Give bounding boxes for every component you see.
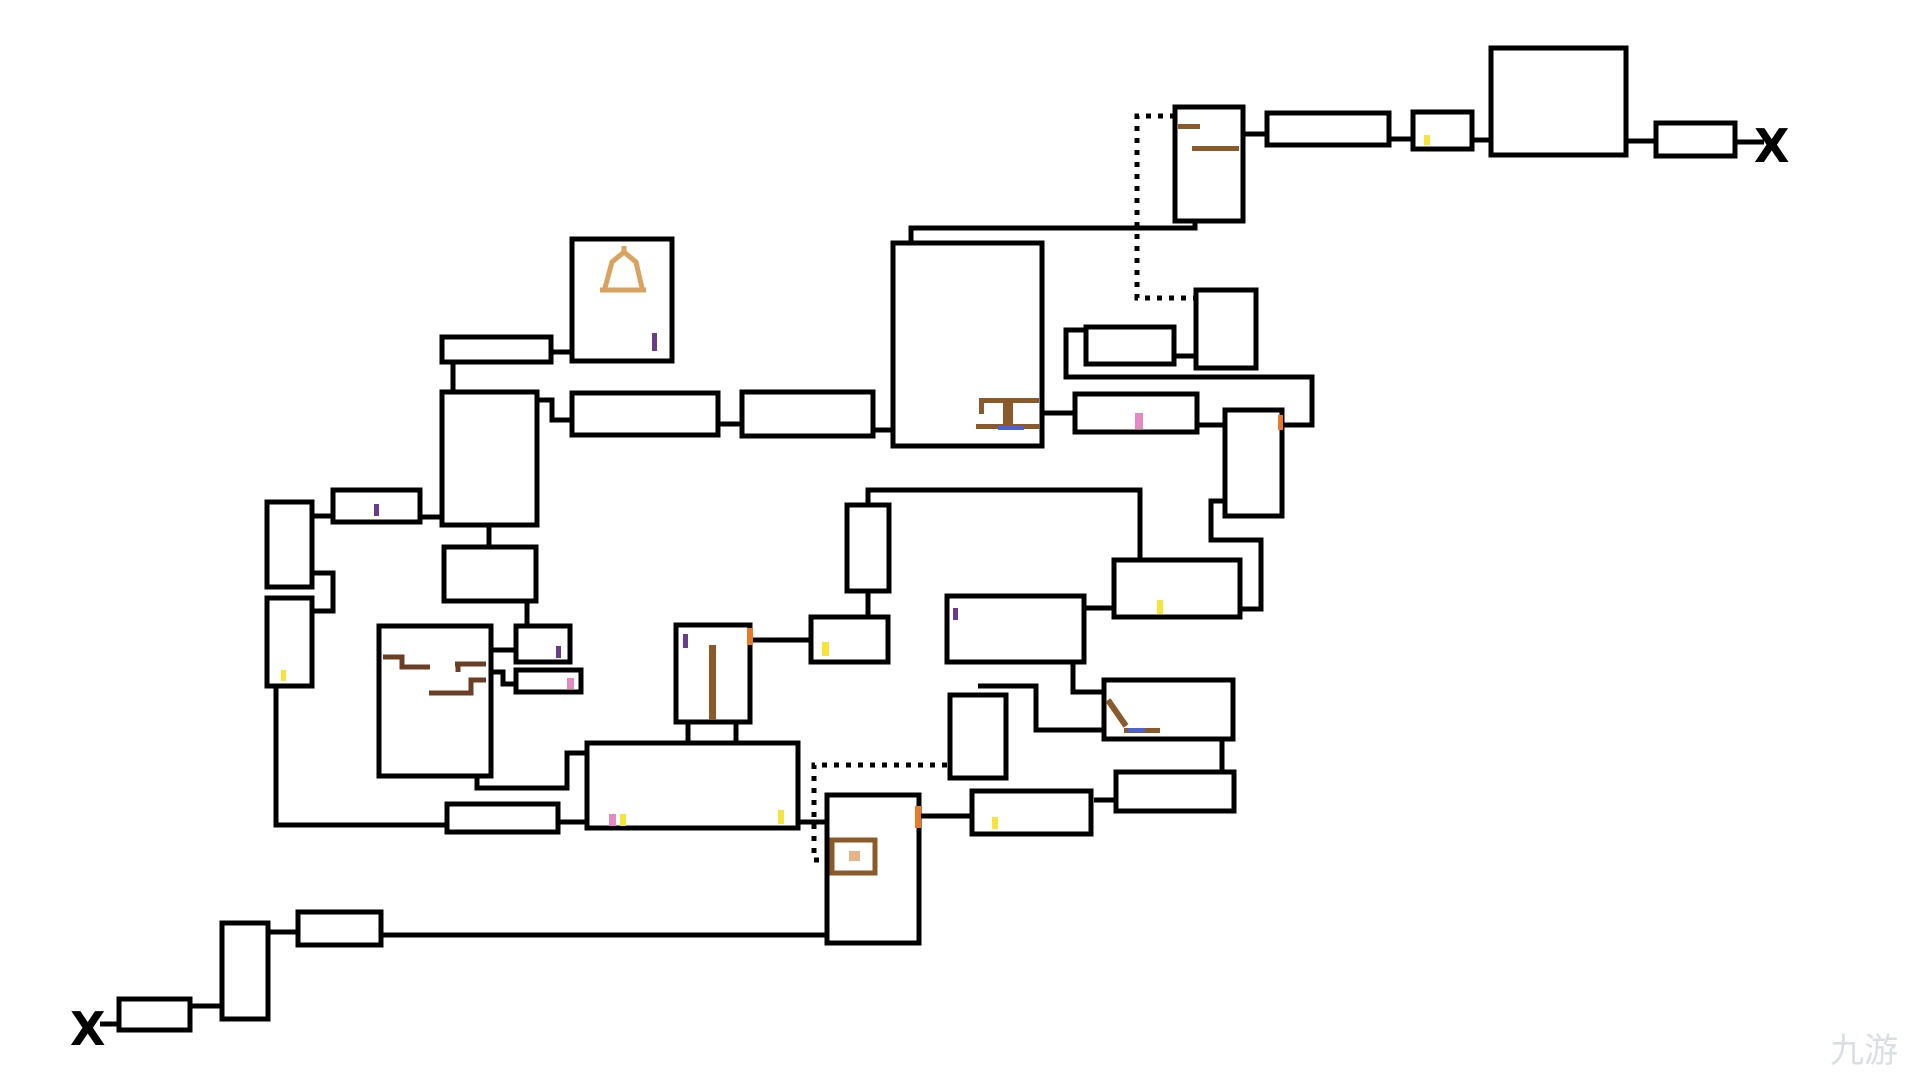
purple-marker (953, 608, 958, 620)
corridor-right-column (1208, 498, 1264, 612)
room-bottom-exit (116, 996, 193, 1033)
exit-cross-icon-left: X (70, 1002, 105, 1056)
ladder-icon (709, 645, 716, 720)
room-pipe-2 (739, 389, 876, 439)
room-pipe-1 (569, 390, 721, 438)
table-icon (976, 398, 1040, 430)
room-top-large (1488, 45, 1629, 158)
room-left-tall (439, 389, 540, 528)
frame-icon (829, 837, 878, 876)
secret-passages (811, 113, 1196, 863)
room-left-column-bottom (264, 595, 315, 689)
room-right-yellow (1111, 557, 1243, 620)
corridor-middle-loop (865, 487, 1143, 583)
corridor-pipe-to-wide (685, 722, 739, 746)
corridor-ramp (978, 683, 1104, 733)
room-ramp (1101, 677, 1236, 742)
yellow-marker (778, 810, 784, 824)
room-mid-tall (844, 502, 892, 594)
room-small-pink (513, 667, 584, 695)
room-lower-right-flat (1113, 769, 1237, 814)
room-top-entry (1172, 104, 1246, 224)
wood-shelf (1178, 124, 1200, 129)
corridor-left-bend (312, 570, 336, 614)
secret-passage-bottom (811, 762, 983, 863)
yellow-marker (1157, 600, 1163, 614)
items (281, 124, 1430, 876)
room-bottom-corridor (295, 909, 384, 948)
room-right-flat (1083, 324, 1177, 367)
orange-marker (747, 628, 753, 645)
room-below-tall (441, 544, 539, 604)
room-lower-yellow (969, 788, 1094, 837)
room-middle-purple (944, 593, 1087, 665)
corridor-maze-bottom (474, 750, 587, 791)
wood-shelf (1192, 146, 1239, 151)
room-top-exit (1653, 120, 1738, 159)
room-maze (376, 623, 494, 779)
yellow-marker (620, 814, 626, 826)
corridor-ladder-room (1070, 662, 1104, 695)
purple-marker (652, 333, 657, 351)
room-top-corridor (1264, 110, 1392, 148)
corridor-right-loop (1063, 327, 1315, 428)
bell-icon (600, 246, 646, 293)
corridor-big-room (908, 221, 1198, 243)
room-right-tall (1222, 407, 1285, 519)
yellow-marker (281, 670, 286, 681)
corridors (100, 131, 1764, 1027)
purple-marker (683, 634, 688, 648)
ramp-icon (1105, 698, 1160, 733)
room-great-hall (890, 240, 1045, 449)
pink-marker (567, 678, 574, 689)
room-left-column-top (264, 499, 315, 590)
room-top-small (1410, 109, 1475, 152)
pink-marker (609, 814, 616, 826)
room-right-small-square (1193, 287, 1259, 371)
watermark: 九游 (1830, 1031, 1898, 1071)
exit-cross-icon-right: X (1754, 119, 1789, 173)
yellow-marker (992, 817, 998, 829)
room-small-purple (513, 623, 573, 665)
pink-marker (1135, 413, 1143, 429)
orange-marker (915, 806, 921, 828)
orange-marker (1278, 415, 1283, 430)
yellow-marker (822, 642, 829, 656)
corridor-long-left (273, 684, 447, 828)
purple-marker (374, 504, 379, 516)
yellow-marker (1424, 135, 1430, 145)
purple-marker (556, 646, 561, 658)
corridor-maze-2 (491, 669, 516, 687)
rooms (116, 45, 1738, 1033)
room-bottom-tall (219, 920, 271, 1022)
room-left-thin-top (439, 334, 554, 365)
room-small-tall-mid (947, 692, 1009, 781)
room-wide-hall (584, 740, 801, 831)
corridor-pipe-1 (537, 397, 572, 423)
room-bottom-link (444, 801, 561, 835)
maze-walls (383, 654, 486, 696)
